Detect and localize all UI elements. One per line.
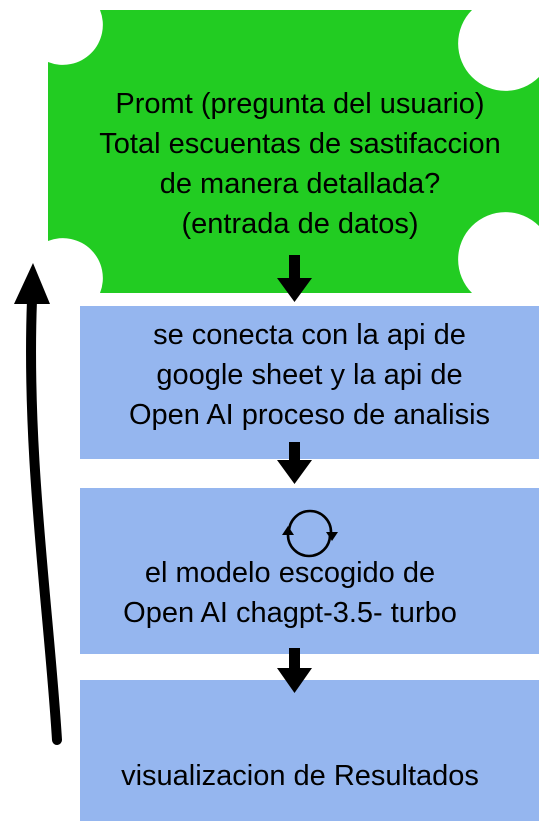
- results-node-shape: [80, 680, 539, 821]
- start-node-label: Promt (pregunta del usuario) Total escue…: [48, 84, 539, 244]
- feedback-loop-arrow: [14, 263, 62, 745]
- connect-node-shape: [80, 306, 539, 459]
- start-line-1: Promt (pregunta del usuario): [115, 88, 485, 120]
- arrow-model-to-results: [277, 648, 312, 693]
- start-line-3: de manera detallada?: [159, 168, 441, 200]
- connect-line-2: google sheet y la api de: [156, 359, 463, 391]
- refresh-cycle-icon: [282, 509, 338, 558]
- model-line-2: Open AI chagpt-3.5- turbo: [123, 597, 457, 629]
- model-node-shape: [80, 488, 539, 654]
- results-line-1: visualizacion de Resultados: [121, 760, 479, 792]
- connect-line-3: Open AI proceso de analisis: [128, 399, 491, 431]
- model-line-1: el modelo escogido de: [144, 557, 436, 589]
- results-node-label: visualizacion de Resultados: [80, 756, 520, 796]
- arrow-start-to-connect: [277, 255, 312, 302]
- model-node-label: el modelo escogido de Open AI chagpt-3.5…: [80, 553, 500, 633]
- connect-node-label: se conecta con la api de google sheet y …: [80, 315, 539, 435]
- connect-line-1: se conecta con la api de: [153, 319, 466, 351]
- arrow-connect-to-model: [277, 442, 312, 484]
- start-node-shape: [48, 10, 539, 293]
- start-line-4: (entrada de datos): [181, 208, 419, 240]
- start-line-2: Total escuentas de sastifaccion: [99, 128, 501, 160]
